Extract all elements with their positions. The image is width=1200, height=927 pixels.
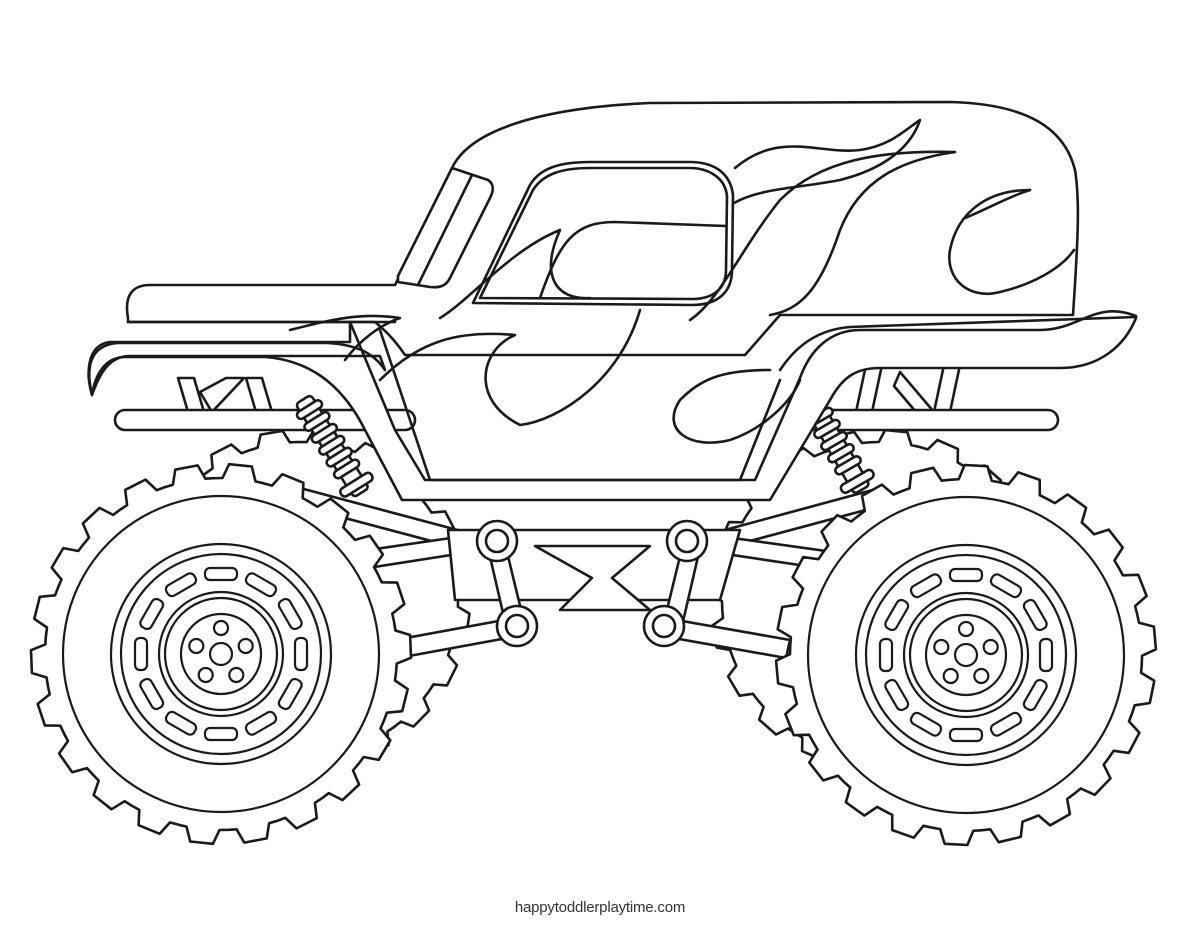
front-shock (295, 394, 374, 498)
frame-rails (113, 363, 1060, 432)
rear-wheel (774, 463, 1158, 847)
watermark-text: happytoddlerplaytime.com (514, 899, 686, 916)
truck-body (87, 100, 1138, 502)
flame-decals (288, 118, 1076, 444)
front-wheel (29, 462, 413, 846)
